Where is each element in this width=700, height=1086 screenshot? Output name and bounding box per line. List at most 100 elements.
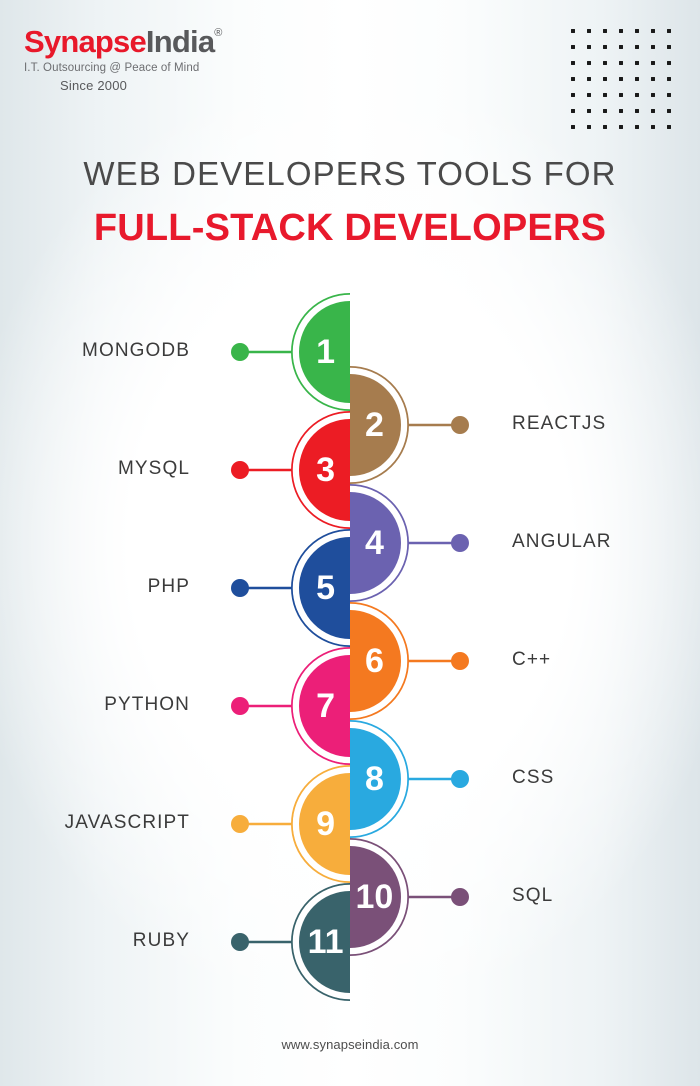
ring-gap bbox=[292, 412, 351, 528]
grid-dot bbox=[603, 109, 607, 113]
outer-ring-arc bbox=[291, 765, 351, 883]
item-number: 4 bbox=[365, 524, 384, 562]
diagram-item-reactjs[interactable]: 2 bbox=[349, 366, 469, 484]
diagram-item-mongodb[interactable]: 1 bbox=[231, 293, 351, 411]
grid-dot bbox=[571, 93, 575, 97]
connector-dot[interactable] bbox=[231, 461, 249, 479]
outer-ring-arc bbox=[349, 838, 409, 956]
connector-dot[interactable] bbox=[231, 815, 249, 833]
grid-dot bbox=[603, 93, 607, 97]
diagram-item-ruby[interactable]: 11 bbox=[231, 883, 351, 1001]
grid-dot bbox=[651, 29, 655, 33]
page-title-line1: WEB DEVELOPERS TOOLS FOR bbox=[83, 155, 617, 192]
grid-dot bbox=[651, 45, 655, 49]
grid-dot bbox=[635, 45, 639, 49]
grid-dot bbox=[587, 93, 591, 97]
connector-dot[interactable] bbox=[231, 343, 249, 361]
item-number: 6 bbox=[365, 642, 384, 680]
number-half-disc bbox=[299, 419, 350, 521]
registered-trademark-icon: ® bbox=[214, 27, 222, 39]
connector-dot[interactable] bbox=[451, 888, 469, 906]
item-label-sql: SQL bbox=[512, 885, 554, 906]
grid-dot bbox=[587, 29, 591, 33]
number-half-disc bbox=[299, 537, 350, 639]
item-number: 2 bbox=[365, 406, 384, 444]
brand-logo: SynapseIndia® I.T. Outsourcing @ Peace o… bbox=[24, 24, 324, 93]
grid-dot bbox=[587, 125, 591, 129]
grid-dot bbox=[651, 109, 655, 113]
ring-gap bbox=[349, 367, 408, 483]
item-label-ruby: RUBY bbox=[132, 930, 190, 951]
logo-text-synapse: Synapse bbox=[24, 24, 147, 59]
grid-dot bbox=[635, 29, 639, 33]
ring-gap bbox=[292, 884, 351, 1000]
logo-text-india: India bbox=[145, 24, 215, 59]
page-title-line2: FULL-STACK DEVELOPERS bbox=[93, 207, 607, 249]
diagram-item-css[interactable]: 8 bbox=[349, 720, 469, 838]
diagram-item-cplusplus[interactable]: 6 bbox=[349, 602, 469, 720]
connector-dot[interactable] bbox=[451, 770, 469, 788]
grid-dot bbox=[619, 61, 623, 65]
ring-gap bbox=[349, 485, 408, 601]
connector-dot[interactable] bbox=[231, 697, 249, 715]
diagram-item-mysql[interactable]: 3 bbox=[231, 411, 351, 529]
connector-dot[interactable] bbox=[231, 579, 249, 597]
connector-dot[interactable] bbox=[231, 933, 249, 951]
ring-gap bbox=[349, 603, 408, 719]
outer-ring-arc bbox=[349, 484, 409, 602]
number-half-disc bbox=[299, 301, 350, 403]
grid-dot bbox=[603, 77, 607, 81]
grid-dot bbox=[571, 125, 575, 129]
connector-dot[interactable] bbox=[451, 652, 469, 670]
connector-dot[interactable] bbox=[451, 534, 469, 552]
logo-since-year: Since 2000 bbox=[60, 77, 128, 93]
grid-dot bbox=[667, 93, 671, 97]
number-half-disc bbox=[350, 728, 401, 830]
item-label-mysql: MYSQL bbox=[117, 458, 190, 479]
grid-dot bbox=[571, 29, 575, 33]
grid-dot bbox=[667, 29, 671, 33]
diagram-item-python[interactable]: 7 bbox=[231, 647, 351, 765]
grid-dot bbox=[603, 29, 607, 33]
ring-gap bbox=[292, 530, 351, 646]
grid-dot bbox=[571, 77, 575, 81]
item-label-mongodb: MONGODB bbox=[82, 340, 190, 361]
grid-dot bbox=[587, 61, 591, 65]
item-label-angular: ANGULAR bbox=[512, 531, 612, 552]
item-label-javascript: JAVASCRIPT bbox=[64, 812, 190, 833]
diagram-item-javascript[interactable]: 9 bbox=[231, 765, 351, 883]
grid-dot bbox=[651, 77, 655, 81]
dot-grid-decoration bbox=[571, 29, 675, 133]
grid-dot bbox=[619, 77, 623, 81]
grid-dot bbox=[667, 125, 671, 129]
ring-gap bbox=[349, 839, 408, 955]
item-label-php: PHP bbox=[147, 576, 190, 597]
grid-dot bbox=[587, 77, 591, 81]
number-half-disc bbox=[350, 846, 401, 948]
item-label-python: PYTHON bbox=[104, 694, 190, 715]
item-label-reactjs: REACTJS bbox=[512, 413, 607, 434]
ring-gap bbox=[292, 766, 351, 882]
outer-ring-arc bbox=[291, 647, 351, 765]
item-label-css: CSS bbox=[512, 767, 555, 788]
diagram-item-php[interactable]: 5 bbox=[231, 529, 351, 647]
grid-dot bbox=[619, 93, 623, 97]
connector-dot[interactable] bbox=[451, 416, 469, 434]
diagram-item-angular[interactable]: 4 bbox=[349, 484, 469, 602]
diagram-item-sql[interactable]: 10 bbox=[349, 838, 469, 956]
grid-dot bbox=[635, 61, 639, 65]
outer-ring-arc bbox=[291, 411, 351, 529]
grid-dot bbox=[571, 109, 575, 113]
outer-ring-arc bbox=[291, 293, 351, 411]
item-number: 9 bbox=[316, 805, 335, 843]
outer-ring-arc bbox=[349, 366, 409, 484]
logo-wordmark: SynapseIndia® bbox=[24, 24, 324, 59]
grid-dot bbox=[667, 109, 671, 113]
grid-dot bbox=[603, 61, 607, 65]
grid-dot bbox=[571, 45, 575, 49]
number-half-disc bbox=[299, 773, 350, 875]
number-half-disc bbox=[350, 374, 401, 476]
item-label-cplusplus: C++ bbox=[512, 649, 552, 670]
